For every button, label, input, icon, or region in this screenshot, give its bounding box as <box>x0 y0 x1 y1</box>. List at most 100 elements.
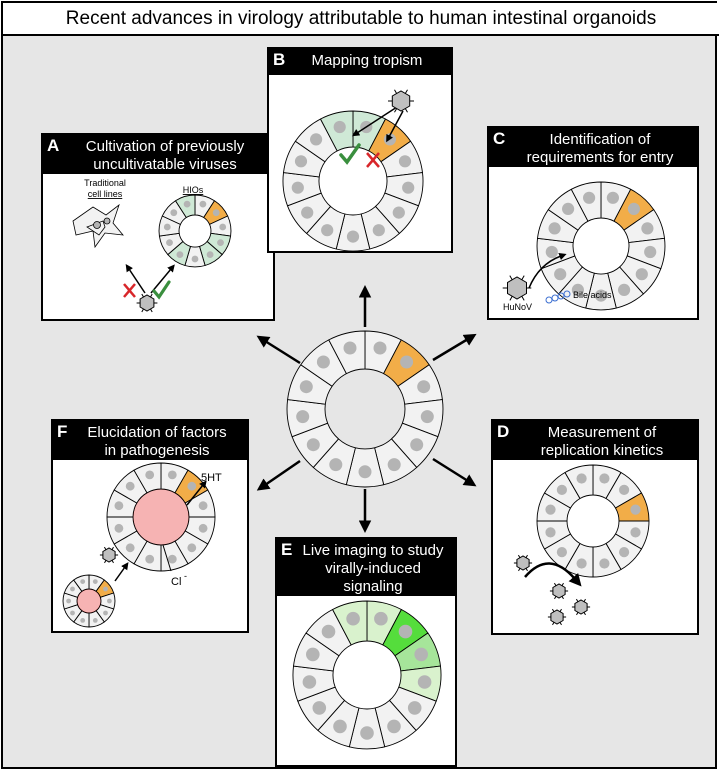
nucleus-icon <box>387 458 401 472</box>
nucleus-icon <box>556 484 567 495</box>
panel-a-letter: A <box>47 136 60 155</box>
nucleus-icon <box>644 245 657 259</box>
panel-f-header: F Elucidation of factors in pathogenesis <box>53 421 247 460</box>
nucleus-icon <box>554 268 567 281</box>
nucleus-icon <box>630 504 641 515</box>
nucleus-icon <box>400 355 414 369</box>
nucleus-icon <box>321 624 336 639</box>
virus-particle-icon <box>502 275 532 301</box>
panel-b: B Mapping tropism <box>267 47 453 253</box>
nucleus-icon <box>599 473 610 484</box>
panel-a-header: A Cultivation of previously uncultivatab… <box>43 135 273 174</box>
small-organoid-icon <box>62 574 116 628</box>
checkmark-icon <box>152 280 171 300</box>
nucleus-icon <box>114 523 124 533</box>
arrow-to-nonpermissive-cell-icon <box>386 110 404 143</box>
growth-arrow-icon <box>114 562 129 582</box>
virus-icon <box>513 554 591 626</box>
nucleus-icon <box>219 223 227 231</box>
nucleus-icon <box>562 202 575 215</box>
panel-d-illustration <box>513 464 650 626</box>
nucleus-icon <box>191 255 199 263</box>
nucleus-icon <box>217 239 224 246</box>
nucleus-icon <box>145 470 155 480</box>
chloride-pointer <box>162 544 172 572</box>
nucleus-icon <box>606 191 619 204</box>
virus-particle-icon <box>513 554 533 572</box>
virus-particle-icon <box>571 598 591 616</box>
panel-d-title-1: Measurement of <box>547 424 657 441</box>
tropism-organoid-icon <box>282 110 424 251</box>
nucleus-icon <box>296 410 310 424</box>
nucleus-icon <box>70 610 75 616</box>
arrow-to-c-icon <box>432 333 477 362</box>
panel-a-title-2: uncultivatable viruses <box>93 156 237 173</box>
cell-line-icon <box>72 203 124 249</box>
panel-f-title-2: in pathogenesis <box>104 442 210 459</box>
panel-d-letter: D <box>497 422 510 441</box>
virus-icon <box>99 546 119 564</box>
arrow-to-f-icon <box>256 459 301 491</box>
panel-a: A Cultivation of previously uncultivatab… <box>41 133 275 321</box>
panel-e-title-1: Live imaging to study <box>302 542 444 559</box>
nucleus-icon <box>545 504 556 515</box>
nucleus-icon <box>619 484 630 495</box>
panel-c-title-1: Identification of <box>549 131 651 148</box>
nucleus-icon <box>316 355 330 369</box>
central-diagram <box>256 285 477 533</box>
arrow-to-permissive-cell-icon <box>351 106 398 137</box>
nucleus-icon <box>594 289 608 302</box>
panel-f-illustration: 5HT Cl - <box>62 462 222 628</box>
nucleus-icon <box>80 579 86 584</box>
panel-e-letter: E <box>281 540 293 559</box>
cell-lines-label: cell lines <box>88 189 123 199</box>
nucleus-icon <box>346 611 360 626</box>
arrow-to-a-icon <box>256 335 301 365</box>
nucleus-icon <box>92 618 98 623</box>
panel-d: D Measurement of replication kinetics <box>491 419 699 635</box>
nucleus-icon <box>167 470 177 480</box>
nucleus-icon <box>103 610 108 616</box>
figure-title: Recent advances in virology attributable… <box>3 3 719 36</box>
nucleus-icon <box>163 223 171 231</box>
nucleus-icon <box>166 239 173 246</box>
central-organoid-icon <box>286 330 444 488</box>
virus-icon <box>136 293 158 313</box>
virus-particle-icon <box>388 89 414 113</box>
nucleus-icon <box>198 523 208 533</box>
nucleus-icon <box>599 558 610 569</box>
nucleus-icon <box>183 200 191 208</box>
nucleus-icon <box>114 501 124 511</box>
nucleus-icon <box>374 611 388 626</box>
nucleus-icon <box>107 598 112 604</box>
nucleus-icon <box>358 465 372 479</box>
nucleus-icon <box>398 624 413 639</box>
nucleus-icon <box>176 251 184 258</box>
bile-acids-label: Bile acids <box>573 290 612 300</box>
virus-particle-icon <box>549 582 569 600</box>
virus-icon <box>388 89 414 113</box>
panel-c-illustration: HuNoV Bile acids <box>502 181 666 312</box>
nucleus-icon <box>343 341 357 355</box>
nucleus-icon <box>212 209 220 217</box>
nucleus-icon <box>321 224 334 237</box>
nucleus-icon <box>545 245 558 259</box>
serotonin-label: 5HT <box>201 472 222 484</box>
nucleus-icon <box>306 647 320 662</box>
replication-arrow-icon <box>524 562 582 587</box>
infected-organoid-icon <box>106 462 216 572</box>
entry-arrow-icon <box>528 252 567 289</box>
nucleus-icon <box>302 675 317 689</box>
nucleus-icon <box>299 380 313 394</box>
nucleus-icon <box>346 230 360 243</box>
nucleus-icon <box>206 251 214 258</box>
nucleus-icon <box>407 701 422 715</box>
serotonin-arrow-icon <box>186 480 207 506</box>
virus-particle-icon <box>547 608 567 626</box>
nucleus-icon <box>187 481 197 491</box>
nucleus-icon <box>630 527 641 538</box>
virus-icon <box>502 275 532 301</box>
panel-c: C Identification of requirements for ent… <box>487 126 699 320</box>
nucleus-icon <box>417 675 432 689</box>
panel-c-letter: C <box>493 129 506 148</box>
